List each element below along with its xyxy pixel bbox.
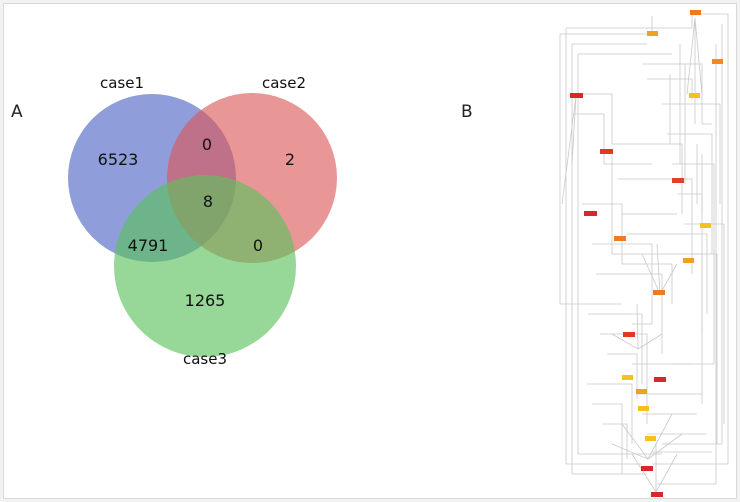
network-node-red: [641, 466, 653, 471]
network-node-orange: [614, 236, 626, 241]
network-nodes: [570, 10, 723, 497]
network-node-red: [584, 211, 597, 216]
network-node-red: [672, 178, 684, 183]
network-node-yellow: [622, 375, 633, 380]
venn-count-all-three: 8: [203, 192, 213, 211]
network-node-orange: [712, 59, 723, 64]
network-node-orange: [683, 258, 694, 263]
network-node-red: [654, 377, 666, 382]
network-node-yellow: [645, 436, 656, 441]
network-node-red: [623, 332, 635, 337]
venn-diagram: case1 case2 case3 6523 2 1265 0 4791 0 8: [68, 74, 337, 368]
venn-set-label-case2: case2: [262, 74, 306, 92]
network-node-red: [570, 93, 583, 98]
panel-b-label: B: [461, 102, 473, 122]
venn-count-case2-case3: 0: [253, 236, 263, 255]
network-node-orange: [636, 389, 647, 394]
venn-count-case2-only: 2: [285, 150, 295, 169]
network-node-yellow: [638, 406, 649, 411]
network-graph: [559, 10, 729, 497]
venn-count-case1-case2: 0: [202, 135, 212, 154]
figure-frame: A case1 case2 case3 6523 2 1265 0 4791 0…: [3, 3, 737, 499]
network-node-red: [651, 492, 663, 497]
network-node-orange: [653, 290, 665, 295]
venn-circle-case3: [114, 175, 296, 357]
venn-count-case1-case3: 4791: [128, 236, 169, 255]
network-node-red: [600, 149, 613, 154]
network-node-yellow: [689, 93, 700, 98]
network-node-orange: [647, 31, 658, 36]
network-node-red: [690, 10, 701, 15]
venn-set-label-case1: case1: [100, 74, 144, 92]
panel-a-label: A: [11, 102, 23, 122]
network-edges: [559, 13, 729, 493]
venn-count-case3-only: 1265: [185, 291, 226, 310]
network-node-yellow: [700, 223, 711, 228]
venn-set-label-case3: case3: [183, 350, 227, 368]
venn-count-case1-only: 6523: [98, 150, 139, 169]
